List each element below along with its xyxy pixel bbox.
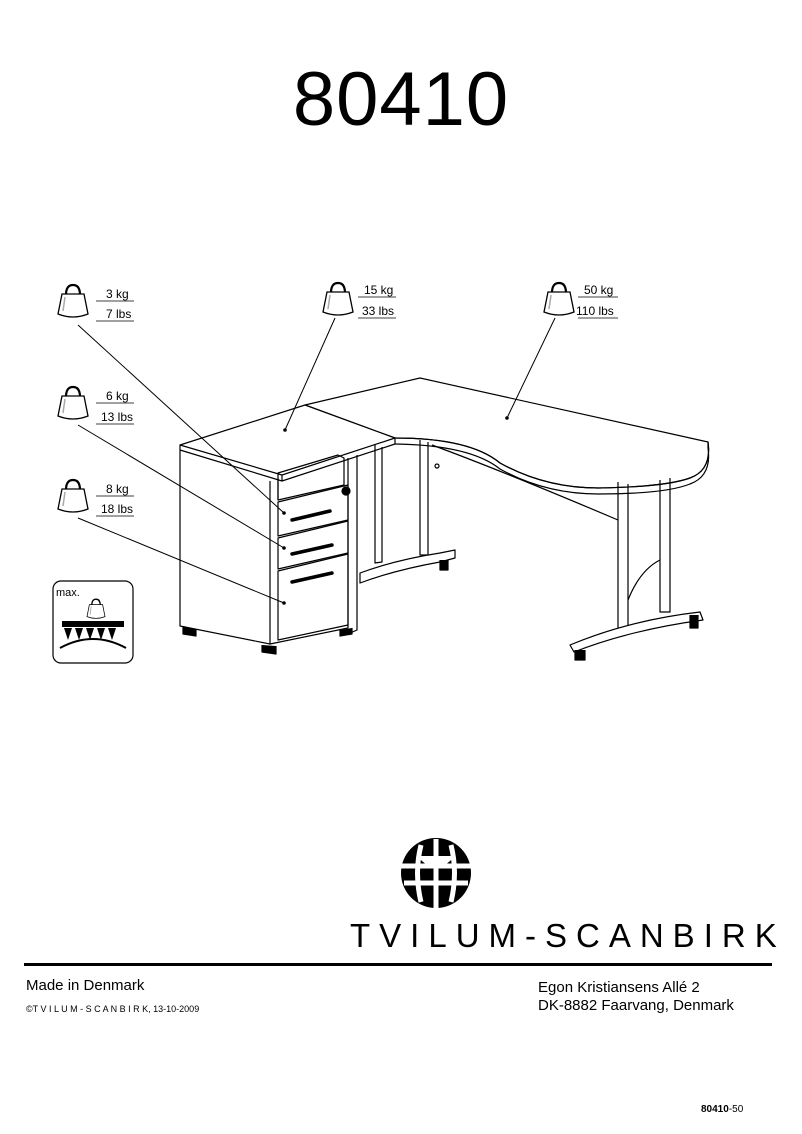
load-lbs-label: 18 lbs [101,502,133,516]
brand-logo [401,838,471,908]
address-line-2: DK-8882 Faarvang, Denmark [538,997,734,1014]
load-lbs-label: 7 lbs [106,307,131,321]
load-lbs-label: 33 lbs [362,304,394,318]
made-in-text: Made in Denmark [26,977,145,994]
brand-wordmark: TVILUM-SCANBIRK [350,917,786,954]
weight-icon-side-top: 3 kg 7 lbs [56,283,134,322]
weight-icon-top-drawer: 6 kg 13 lbs [56,385,134,425]
load-lbs-label: 13 lbs [101,410,133,424]
footer-divider [24,963,772,966]
weight-icon-desk-top: 50 kg 110 lbs [542,281,618,319]
load-kg-label: 8 kg [106,482,129,496]
load-leader-lines [77,317,556,604]
load-kg-label: 15 kg [364,283,393,297]
load-kg-label: 50 kg [584,283,613,297]
page-ref-suffix: -50 [728,1104,744,1115]
corner-desk-drawing [179,377,710,661]
page-ref-number: 80410 [701,1104,729,1115]
address-line-1: Egon Kristiansens Allé 2 [538,979,700,996]
page-reference: 80410-50 [701,1104,743,1116]
copyright-text: ©T V I L U M - S C A N B I R K, 13-10-20… [26,1004,200,1014]
max-load-icon: max. [52,580,134,664]
load-kg-label: 3 kg [106,287,129,301]
weight-icon-pedestal-top: 15 kg 33 lbs [321,281,396,319]
product-number-title: 80410 [292,57,510,142]
load-lbs-label: 110 lbs [576,304,614,318]
max-load-label: max. [56,587,80,599]
weight-icon-file-drawer: 8 kg 18 lbs [56,478,134,517]
load-kg-label: 6 kg [106,389,129,403]
